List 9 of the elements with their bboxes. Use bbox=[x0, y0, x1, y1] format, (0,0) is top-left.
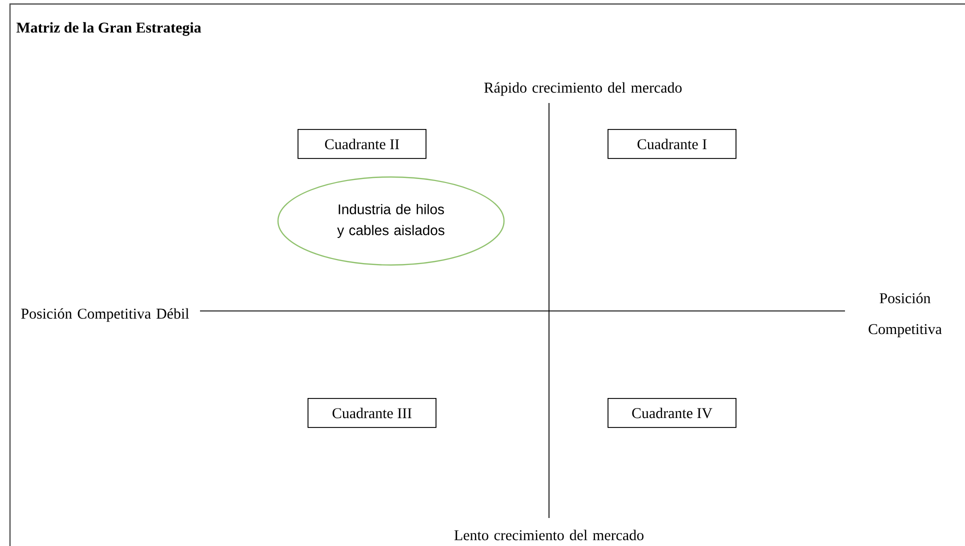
quadrant-box: Cuadrante III bbox=[308, 398, 436, 428]
axis-label: Lento crecimiento del mercado bbox=[454, 530, 644, 540]
quadrant-box: Cuadrante IV bbox=[608, 398, 736, 428]
quadrant-box: Cuadrante I bbox=[608, 129, 736, 159]
axis-label: Posición Competitiva bbox=[868, 292, 942, 338]
title: Matriz de la Gran Estrategia bbox=[16, 22, 202, 36]
axis-label: Posición Competitiva Débil bbox=[21, 308, 189, 322]
quadrant-box: Cuadrante II bbox=[298, 129, 426, 159]
axis-label: Rápido crecimiento del mercado bbox=[484, 82, 682, 96]
